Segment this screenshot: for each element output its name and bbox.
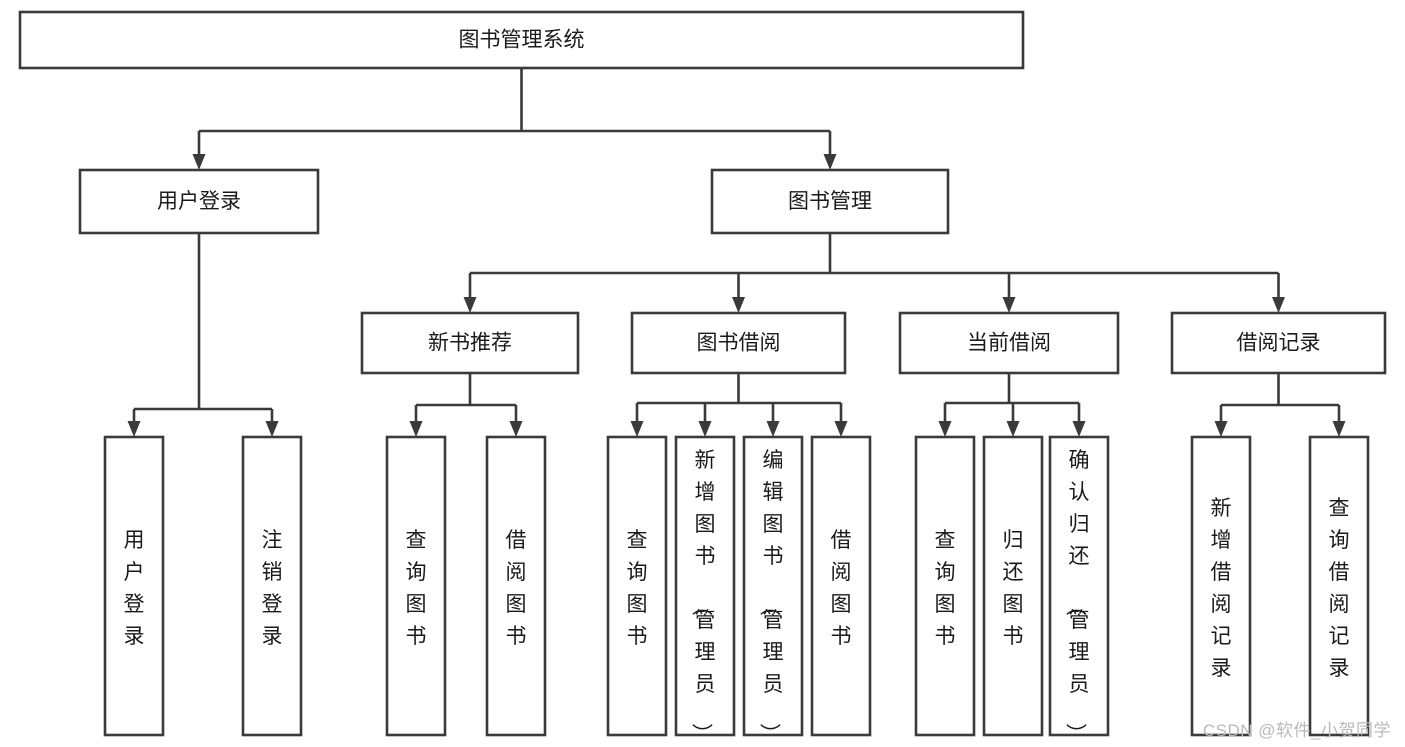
node-label: 借阅图书 [506,529,527,648]
node-leaf-query-book-1[interactable]: 查询图书 [385,435,447,737]
node-box [982,435,1044,737]
node-box [810,435,872,737]
connector-layer [127,68,1346,437]
arrow-head-icon [823,154,837,170]
node-box [78,168,320,235]
node-box [241,435,303,737]
node-leaf-return-book[interactable]: 归还图书 [982,435,1044,737]
node-label: 新增借阅记录 [1211,497,1232,680]
node-box [18,10,1025,70]
arrow-head-icon [698,421,712,437]
node-label: 编辑图书（管理员） [758,449,784,744]
arrow-head-icon [938,421,952,437]
node-borrow-record[interactable]: 借阅记录 [1170,311,1387,375]
node-label: 当前借阅 [967,332,1051,355]
arrow-head-icon [265,421,279,437]
node-box [103,435,165,737]
node-leaf-user-login[interactable]: 用户登录 [103,435,165,737]
node-leaf-add-record[interactable]: 新增借阅记录 [1190,435,1252,737]
node-box [385,435,447,737]
arrow-head-icon [766,421,780,437]
node-label: 查询图书 [406,529,427,648]
node-box [606,435,668,737]
node-user-login[interactable]: 用户登录 [78,168,320,235]
node-layer: 图书管理系统用户登录图书管理新书推荐图书借阅当前借阅借阅记录用户登录注销登录查询… [18,10,1387,744]
node-current-borrow[interactable]: 当前借阅 [898,311,1120,375]
node-root[interactable]: 图书管理系统 [18,10,1025,70]
node-leaf-confirm-return[interactable]: 确认归还（管理员） [1048,435,1110,744]
node-box [360,311,580,375]
node-box [485,435,547,737]
arrow-head-icon [1214,421,1228,437]
node-box [1308,435,1370,737]
node-box [710,168,950,235]
node-label: 借阅图书 [831,529,852,648]
arrow-head-icon [1006,421,1020,437]
arrow-head-icon [1002,297,1016,313]
node-label: 新增图书（管理员） [690,449,716,744]
arrow-head-icon [192,154,206,170]
arrow-head-icon [1072,421,1086,437]
node-leaf-logout[interactable]: 注销登录 [241,435,303,737]
node-label: 图书管理系统 [459,29,585,52]
node-label: 查询图书 [935,529,956,648]
node-box [742,435,804,737]
node-label: 注销登录 [262,529,283,648]
node-box [898,311,1120,375]
node-box [914,435,976,737]
node-box [674,435,736,737]
node-label: 查询图书 [627,529,648,648]
node-new-book-recommend[interactable]: 新书推荐 [360,311,580,375]
node-label: 图书借阅 [697,332,781,355]
node-label: 图书管理 [788,190,872,213]
node-label: 用户登录 [124,529,145,648]
arrow-head-icon [834,421,848,437]
arrow-head-icon [630,421,644,437]
node-box [1048,435,1110,737]
node-label: 确认归还（管理员） [1064,449,1090,744]
node-box [630,311,847,375]
node-leaf-borrow-book-1[interactable]: 借阅图书 [485,435,547,737]
node-book-manage[interactable]: 图书管理 [710,168,950,235]
node-box [1190,435,1252,737]
node-label: 归还图书 [1003,529,1024,648]
arrow-head-icon [1272,297,1285,313]
node-book-borrow[interactable]: 图书借阅 [630,311,847,375]
node-leaf-query-book-2[interactable]: 查询图书 [606,435,668,737]
node-label: 查询借阅记录 [1329,497,1350,680]
node-label: 借阅记录 [1237,332,1321,355]
arrow-head-icon [127,421,141,437]
arrow-head-icon [509,421,523,437]
node-leaf-add-book[interactable]: 新增图书（管理员） [674,435,736,744]
node-leaf-edit-book[interactable]: 编辑图书（管理员） [742,435,804,744]
node-leaf-borrow-book-2[interactable]: 借阅图书 [810,435,872,737]
node-label: 新书推荐 [428,332,512,355]
node-leaf-query-record[interactable]: 查询借阅记录 [1308,435,1370,737]
arrow-head-icon [732,297,745,313]
arrow-head-icon [1332,421,1346,437]
arrow-head-icon [463,297,477,313]
node-box [1170,311,1387,375]
node-label: 用户登录 [157,190,241,213]
node-leaf-query-book-3[interactable]: 查询图书 [914,435,976,737]
arrow-head-icon [409,421,423,437]
